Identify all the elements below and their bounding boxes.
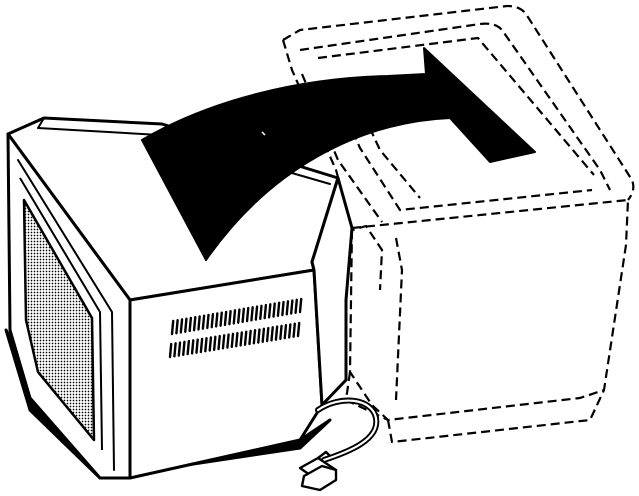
vent-slot: [243, 309, 244, 322]
vent-slot: [265, 305, 266, 318]
vent-slot: [238, 310, 239, 323]
vent-slot: [247, 308, 248, 321]
vent-slot: [198, 316, 199, 329]
vent-slot: [172, 321, 173, 334]
vent-slot: [249, 331, 250, 344]
vent-slot: [260, 306, 261, 319]
vent-slot: [229, 311, 230, 324]
vent-slot: [296, 300, 297, 313]
vent-slot: [176, 320, 177, 333]
vent-slot: [181, 319, 182, 332]
vent-slot: [280, 326, 281, 339]
vent-slot: [188, 341, 189, 354]
vent-slot: [285, 325, 286, 338]
vent-slot: [269, 304, 270, 317]
vent-slot: [227, 335, 228, 348]
vent-slot: [183, 342, 184, 355]
vent-slot: [196, 340, 197, 353]
vent-slot: [298, 323, 299, 336]
vent-slot: [300, 299, 301, 312]
vent-slot: [245, 332, 246, 345]
vent-slot: [267, 328, 268, 341]
vent-slot: [219, 336, 220, 349]
vent-slot: [203, 316, 204, 329]
vent-slot: [214, 337, 215, 350]
vent-slot: [272, 327, 273, 340]
vent-slot: [256, 307, 257, 320]
vent-slot: [216, 313, 217, 326]
vent-slot: [278, 303, 279, 316]
vent-slot: [232, 334, 233, 347]
vent-slot: [212, 314, 213, 327]
vent-slot: [241, 332, 242, 345]
vent-slot: [190, 318, 191, 331]
vent-slot: [274, 304, 275, 317]
vent-slot: [276, 327, 277, 340]
vent-slot: [225, 312, 226, 325]
vent-slot: [236, 333, 237, 346]
vent-slot: [210, 337, 211, 350]
vent-slot: [179, 343, 180, 356]
vent-slot: [194, 317, 195, 330]
vent-slot: [251, 307, 252, 320]
vent-slot: [287, 301, 288, 314]
vent-slot: [201, 339, 202, 352]
vent-slot: [223, 335, 224, 348]
vent-slot: [174, 343, 175, 356]
vent-slot: [221, 313, 222, 326]
vent-slot: [254, 330, 255, 343]
vent-slot: [263, 329, 264, 342]
vent-slot: [170, 344, 171, 357]
vent-slot: [289, 324, 290, 337]
vent-slot: [258, 330, 259, 343]
vent-slot: [207, 315, 208, 328]
vent-slot: [234, 310, 235, 323]
vent-slot: [282, 302, 283, 315]
vent-slot: [294, 324, 295, 337]
vent-slot: [185, 319, 186, 332]
vent-slot: [205, 338, 206, 351]
vent-slot: [192, 340, 193, 353]
vent-slot: [291, 301, 292, 314]
